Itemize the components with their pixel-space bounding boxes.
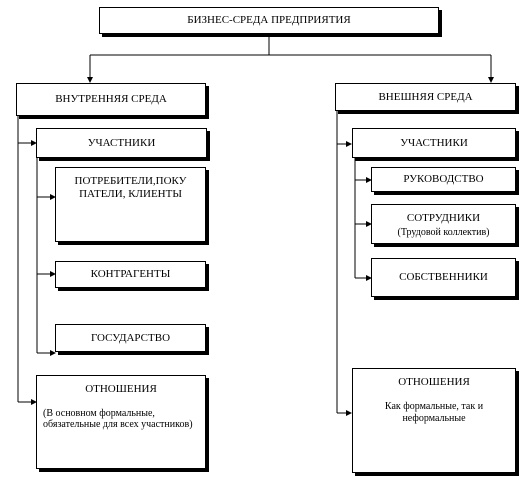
external-owners-node: СОБСТВЕННИКИ bbox=[371, 258, 516, 297]
internal-consumers-node: ПОТРЕБИТЕЛИ,ПОКУ ПАТЕЛИ, КЛИЕНТЫ bbox=[55, 167, 206, 242]
external-relations-node: ОТНОШЕНИЯ Как формальные, так и неформал… bbox=[352, 368, 516, 473]
external-employees-node: СОТРУДНИКИ (Трудовой коллектив) bbox=[371, 204, 516, 244]
external-employees-note: (Трудовой коллектив) bbox=[397, 226, 490, 238]
internal-state-node: ГОСУДАРСТВО bbox=[55, 324, 206, 352]
internal-environment-node: ВНУТРЕННЯЯ СРЕДА bbox=[16, 83, 206, 116]
external-participants-label: УЧАСТНИКИ bbox=[400, 136, 468, 149]
internal-state-label: ГОСУДАРСТВО bbox=[90, 331, 171, 344]
internal-participants-label: УЧАСТНИКИ bbox=[87, 136, 156, 149]
internal-participants-node: УЧАСТНИКИ bbox=[36, 128, 207, 158]
internal-relations-label: ОТНОШЕНИЯ bbox=[85, 383, 157, 395]
external-owners-label: СОБСТВЕННИКИ bbox=[399, 271, 488, 284]
external-environment-node: ВНЕШНЯЯ СРЕДА bbox=[335, 83, 516, 111]
external-employees-label: СОТРУДНИКИ bbox=[406, 212, 481, 224]
root-node: БИЗНЕС-СРЕДА ПРЕДПРИЯТИЯ bbox=[99, 7, 439, 34]
internal-relations-node: ОТНОШЕНИЯ (В основном формальные, обязат… bbox=[36, 375, 206, 469]
internal-contractors-label: КОНТРАГЕНТЫ bbox=[90, 268, 171, 281]
external-relations-label: ОТНОШЕНИЯ bbox=[398, 376, 470, 388]
root-node-label: БИЗНЕС-СРЕДА ПРЕДПРИЯТИЯ bbox=[187, 14, 351, 27]
external-management-label: РУКОВОДСТВО bbox=[403, 173, 484, 186]
external-participants-node: УЧАСТНИКИ bbox=[352, 128, 516, 158]
external-management-node: РУКОВОДСТВО bbox=[371, 167, 516, 192]
internal-consumers-label: ПОТРЕБИТЕЛИ,ПОКУ ПАТЕЛИ, КЛИЕНТЫ bbox=[74, 175, 187, 200]
internal-relations-note: (В основном формальные, обязательные для… bbox=[43, 407, 193, 431]
external-environment-label: ВНЕШНЯЯ СРЕДА bbox=[378, 90, 473, 103]
external-relations-note: Как формальные, так и неформальные bbox=[384, 400, 484, 424]
internal-contractors-node: КОНТРАГЕНТЫ bbox=[55, 261, 206, 288]
internal-environment-label: ВНУТРЕННЯЯ СРЕДА bbox=[55, 93, 167, 106]
